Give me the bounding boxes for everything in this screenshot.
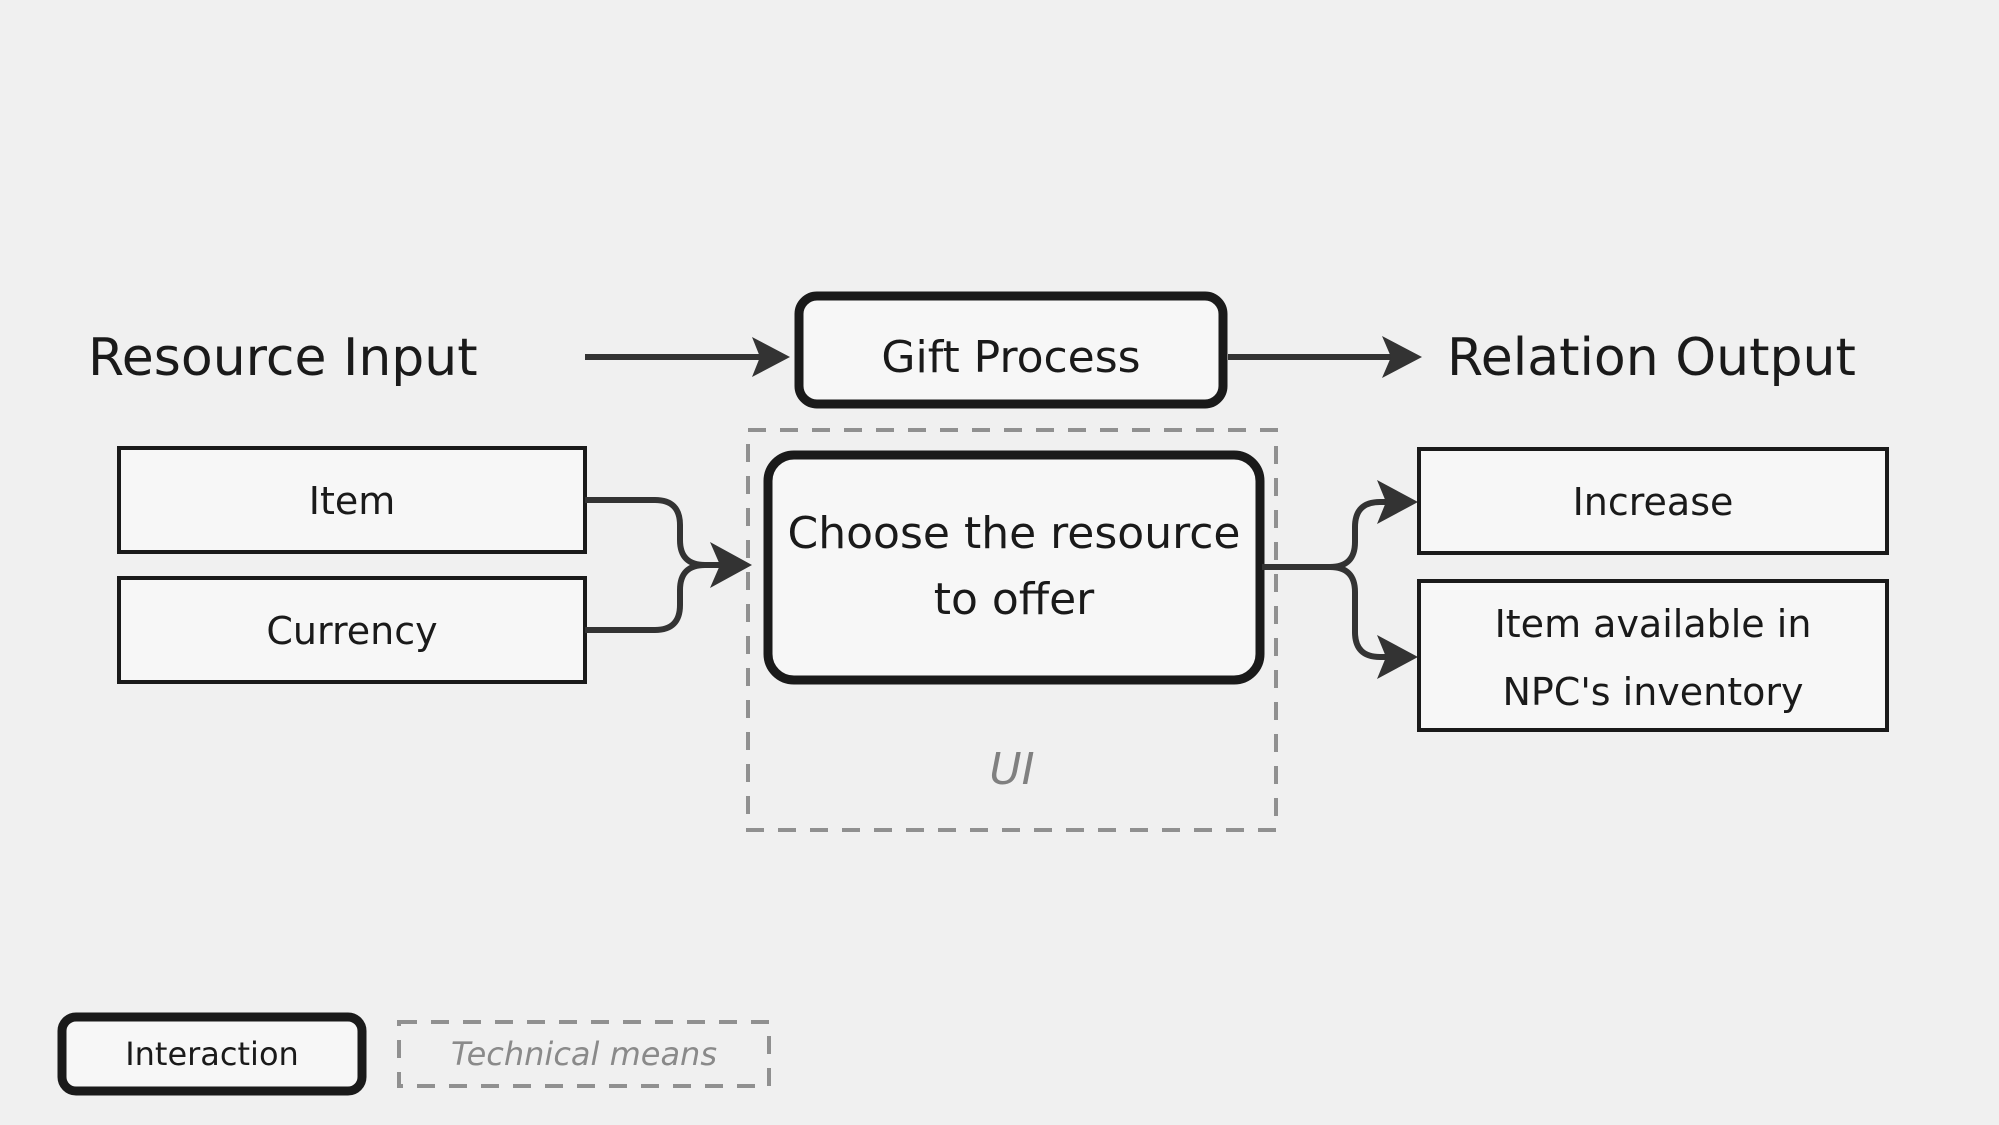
output-box-item-available[interactable]: Item available in NPC's inventory <box>1417 579 1889 732</box>
output-item-available-line2: NPC's inventory <box>1502 670 1803 714</box>
step-label-line1: Choose the resource <box>788 508 1241 559</box>
input-item-label: Item <box>309 479 396 523</box>
ui-group-label: UI <box>989 744 1034 795</box>
arrow-input-to-process <box>585 337 790 377</box>
legend-item-technical-means: Technical means <box>397 1020 771 1088</box>
output-box-increase[interactable]: Increase <box>1417 447 1889 555</box>
output-increase-label: Increase <box>1573 480 1734 524</box>
gift-process-box[interactable]: Gift Process <box>794 291 1228 409</box>
legend: Interaction Technical means <box>57 1012 771 1096</box>
connector-inputs-to-step <box>585 497 752 633</box>
arrowhead-icon <box>1377 480 1418 524</box>
arrowhead-icon <box>752 337 790 377</box>
legend-interaction-label: Interaction <box>125 1035 299 1073</box>
legend-technical-means-label: Technical means <box>451 1035 717 1073</box>
output-item-available-line1: Item available in <box>1495 602 1812 646</box>
arrowhead-icon <box>710 542 752 588</box>
gift-process-label: Gift Process <box>881 332 1140 383</box>
arrowhead-icon <box>1377 635 1418 679</box>
input-currency-label: Currency <box>266 609 437 653</box>
header-relation-output: Relation Output <box>1447 328 1856 388</box>
ui-group-container: UI <box>746 428 1278 832</box>
header-resource-input: Resource Input <box>88 328 478 388</box>
input-box-currency[interactable]: Currency <box>117 576 587 684</box>
step-label-line2: to offer <box>934 574 1095 625</box>
step-box-choose-resource[interactable]: Choose the resource to offer <box>763 450 1265 685</box>
legend-item-interaction: Interaction <box>57 1012 367 1096</box>
input-box-item[interactable]: Item <box>117 446 587 554</box>
arrowhead-icon <box>1382 336 1422 378</box>
connector-step-to-outputs <box>1262 480 1418 679</box>
arrow-process-to-output <box>1228 336 1422 378</box>
